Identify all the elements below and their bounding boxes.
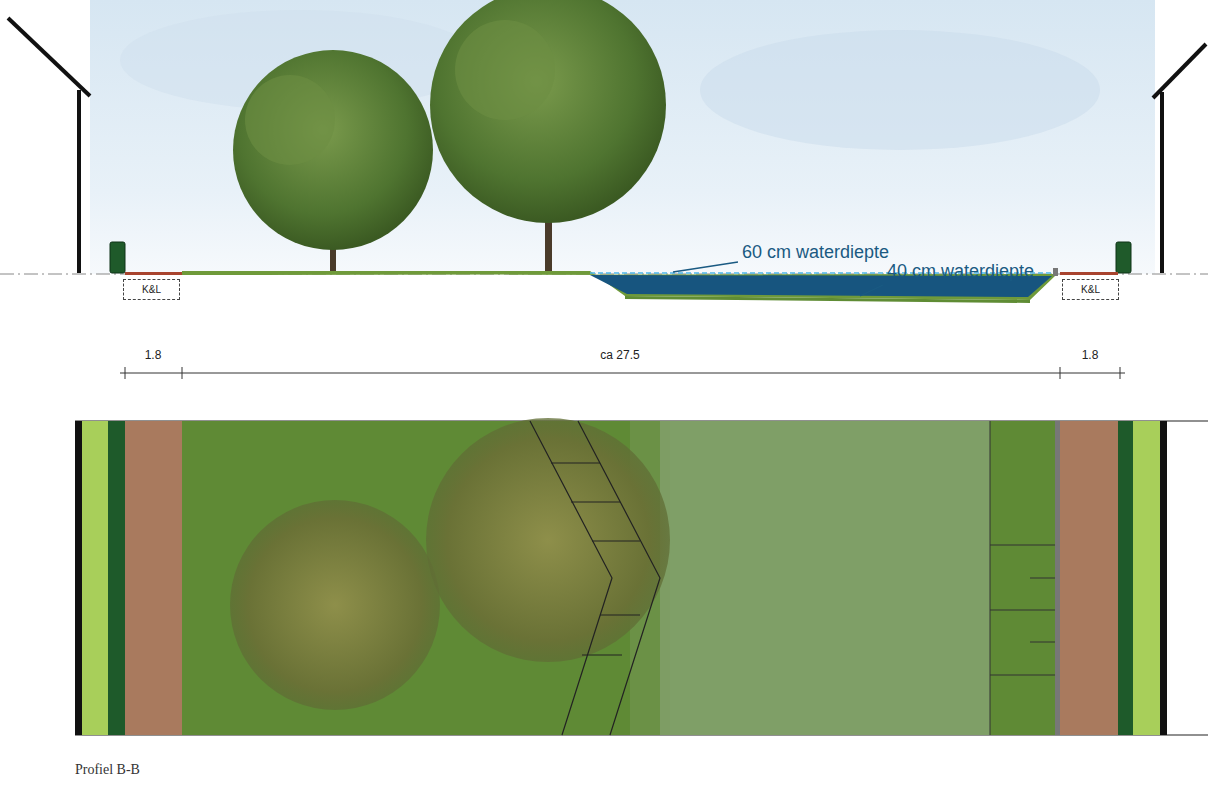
house-roof	[1153, 44, 1206, 98]
dimension-line	[120, 373, 1125, 374]
facade	[75, 421, 82, 735]
container	[1116, 242, 1131, 273]
curb-plan	[1055, 421, 1060, 735]
dimension-label: ca 27.5	[600, 348, 639, 362]
tree-crown	[430, 0, 666, 223]
box-label: K&L	[1081, 284, 1100, 295]
hedge	[108, 421, 125, 735]
water-plan	[660, 421, 990, 735]
water-depth-label: 60 cm waterdiepte	[742, 242, 889, 263]
facade	[1160, 421, 1167, 735]
front-garden	[82, 421, 108, 735]
water-depth-label: 40 cm waterdiepte	[887, 261, 1034, 282]
leader-line	[860, 285, 883, 296]
path-line	[578, 421, 660, 735]
dimension-label: 1.8	[1082, 348, 1099, 362]
tree-crown	[233, 50, 433, 250]
sidewalk	[1060, 272, 1118, 275]
tree-crown-plan	[230, 500, 440, 710]
house-wall	[1160, 92, 1164, 273]
hedge	[1118, 421, 1133, 735]
caption: Profiel B-B	[75, 762, 140, 778]
cable-duct-box: K&L	[123, 279, 180, 300]
sidewalk-plan	[1060, 421, 1118, 735]
house-wall	[77, 90, 81, 273]
path-line	[530, 421, 612, 735]
box-label: K&L	[142, 284, 161, 295]
edge-line	[990, 421, 991, 735]
cable-duct-box: K&L	[1062, 279, 1119, 300]
container	[110, 242, 125, 273]
leader-line	[673, 262, 738, 272]
dimension-label: 1.8	[145, 348, 162, 362]
front-garden	[1133, 421, 1160, 735]
house-roof	[8, 18, 90, 96]
sidewalk	[125, 272, 183, 275]
curb	[1053, 268, 1058, 276]
sidewalk-plan	[125, 421, 182, 735]
